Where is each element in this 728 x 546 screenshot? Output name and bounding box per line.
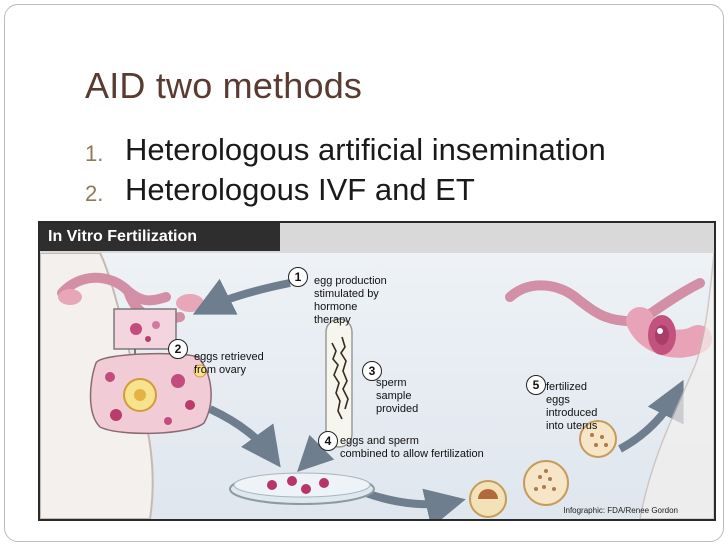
arrow-transfer: [364, 488, 466, 519]
step-3-text: sperm sample provided: [376, 377, 419, 415]
step-4-text: eggs and sperm combined to allow fertili…: [340, 435, 484, 460]
list-item-number: 1.: [85, 141, 104, 166]
step-1-text: egg production stimulated by hormone the…: [314, 275, 387, 326]
figure-title: In Vitro Fertilization: [40, 223, 280, 251]
embryo-blastocyst: [579, 420, 617, 458]
figure-header: In Vitro Fertilization: [40, 223, 714, 254]
step-5-text: fertilized eggs introduced into uterus: [546, 381, 598, 432]
uterus-right: [505, 278, 712, 358]
list-item: 2. Heterologous IVF and ET: [85, 171, 685, 209]
step-5-marker: 5: [526, 375, 546, 395]
step-2-marker: 2: [168, 339, 188, 359]
list-item-number: 2.: [85, 181, 104, 206]
sperm-test-tube: [325, 318, 353, 448]
list-item: 1. Heterologous artificial insemination: [85, 131, 685, 169]
bullet-list: 1. Heterologous artificial insemination …: [85, 131, 685, 209]
slide-title: AID two methods: [85, 65, 363, 106]
step-2-text: eggs retrieved from ovary: [194, 351, 264, 376]
list-item-text: Heterologous artificial insemination: [125, 132, 606, 167]
figure-credit: Infographic: FDA/Renee Gordon: [563, 506, 678, 515]
ivf-illustration: [40, 253, 714, 519]
arrow-hormone: [192, 278, 291, 315]
ovary-enlarged: [89, 352, 212, 435]
step-4-marker: 4: [318, 431, 338, 451]
arrow-implant: [618, 379, 684, 453]
slide-frame: AID two methods 1. Heterologous artifici…: [4, 4, 724, 542]
petri-dish: [229, 472, 375, 505]
ivf-infographic: In Vitro Fertilization: [38, 221, 716, 521]
embryo-cluster: [523, 460, 569, 506]
ovary-small: [113, 308, 177, 350]
step-3-marker: 3: [362, 361, 382, 381]
step-1-marker: 1: [288, 267, 308, 287]
list-item-text: Heterologous IVF and ET: [125, 172, 475, 207]
arrow-retrieval: [208, 405, 281, 468]
